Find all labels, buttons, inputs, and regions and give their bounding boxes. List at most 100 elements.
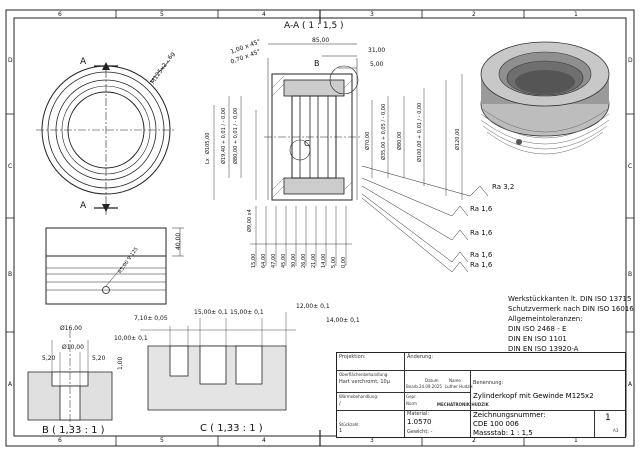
section-aa — [213, 43, 489, 273]
dimension-label: 7,10± 0,05 — [134, 315, 168, 322]
material-value: 1.0570 — [407, 418, 432, 426]
frame-row-label: B — [628, 271, 633, 278]
detail-marker: C — [304, 139, 310, 148]
change-cell: Änderung: — [405, 353, 625, 371]
change-label: Änderung: — [407, 354, 434, 360]
date-label: Datum — [425, 378, 439, 383]
frame-col-label: 5 — [160, 11, 164, 18]
scale-label: Massstab: 1 : 1,5 — [473, 429, 533, 437]
frame-col-label: 6 — [58, 437, 62, 444]
dimension-label: 10,00± 0,1 — [114, 335, 148, 342]
designation-label: Benennung: — [473, 380, 504, 386]
dimension-label: Ø10,00 — [62, 344, 84, 351]
designation-value: Zylinderkopf mit Gewinde M125x2 — [473, 392, 594, 400]
heat-treatment-cell: Wärmebehandlung: / — [337, 393, 405, 411]
section-title: A-A ( 1 : 1,5 ) — [284, 21, 344, 31]
dimension-label: 85,00 — [312, 37, 330, 44]
dimension-label: Ø80,00 + 0,01 / - 0,00 — [233, 107, 239, 164]
drawing-number-label: Zeichnungsnummer: — [473, 411, 546, 419]
note-line: DIN ISO 2468 - E — [508, 325, 567, 333]
checked-label: Gepr. — [406, 394, 417, 399]
frame-col-label: 1 — [574, 437, 578, 444]
projection-label: Projektion: — [339, 354, 366, 360]
quantity-value: 1 — [339, 428, 343, 434]
ordinate-dimension: 5,00 — [331, 256, 337, 268]
note-line: Werkstückkanten lt. DIN ISO 13715 — [508, 295, 632, 303]
frame-col-label: 2 — [472, 11, 476, 18]
dimension-label: Ø80,00 — [397, 131, 403, 150]
frame-col-label: 4 — [262, 437, 266, 444]
section-cut-label: A — [80, 201, 87, 211]
frame-col-label: 6 — [58, 11, 62, 18]
roughness-label: Ra 1,6 — [470, 261, 493, 269]
dimension-label: 15,00± 0,1 — [230, 309, 264, 316]
sheet-number: 1 — [605, 413, 611, 423]
drawn-label: Bearb. — [406, 384, 420, 389]
check-cell: Gepr. Norm MECHATRONIK HUDZIK — [405, 393, 489, 411]
frame-row-label: D — [628, 57, 633, 64]
material-label: Material: — [407, 411, 429, 417]
arrow-icon — [102, 62, 110, 70]
drawn-name: Luther Hudzik — [445, 384, 473, 389]
weight-label: Gewicht: - — [407, 429, 433, 435]
dimension-label: 40,00 — [175, 232, 182, 250]
heat-treatment-label: Wärmebehandlung: — [339, 394, 379, 399]
detail-title: B ( 1,33 : 1 ) — [42, 425, 105, 436]
projection-cell: Projektion: — [337, 353, 405, 371]
dimension-label: 5,20 — [42, 355, 56, 362]
drawing-number-value: CDE 100 006 — [473, 420, 519, 428]
surface-label: Oberflächenbehandlung: — [339, 372, 389, 377]
frame-col-label: 3 — [370, 11, 374, 18]
dimension-label: Ø9,00 x4 — [247, 209, 253, 232]
note-line: Schutzvermerk nach DIN ISO 16016 — [508, 305, 634, 313]
ordinate-dimension: 45,00 — [281, 253, 287, 268]
dimension-label: 5,00 — [370, 61, 384, 68]
norm-label: Norm — [406, 401, 417, 406]
dimension-label: 1,00 — [117, 356, 124, 370]
ordinate-dimension: 47,00 — [271, 253, 277, 268]
frame-col-label: 2 — [472, 437, 476, 444]
side-view — [45, 227, 184, 305]
quantity-label: Stückzahl: — [339, 422, 360, 427]
frame-row-label: D — [8, 57, 13, 64]
detail-b — [27, 330, 113, 428]
frame-row-label: A — [628, 381, 633, 388]
ordinate-dimension: 26,00 — [301, 253, 307, 268]
dimension-label: 15,00± 0,1 — [194, 309, 228, 316]
name-label: Name — [449, 378, 461, 383]
designation-cell: Benennung: Zylinderkopf mit Gewinde M125… — [471, 371, 625, 411]
dimension-label: Ø100,00 + 0,01 / - 0,00 — [417, 102, 423, 162]
surface-value: Hart verchromt, 10μ — [339, 379, 390, 385]
leader-line — [149, 59, 171, 83]
frame-col-label: 5 — [160, 437, 164, 444]
ordinate-dimension: 15,00 — [251, 253, 257, 268]
quantity-cell: Stückzahl: 1 — [337, 411, 405, 437]
dimension-label: 31,00 — [368, 47, 386, 54]
frame-ticks — [6, 10, 634, 446]
drawing-number-cell: Zeichnungsnummer: CDE 100 006 Massstab: … — [471, 411, 595, 437]
note-line: Allgemeintoleranzen: — [508, 315, 583, 323]
roughness-label: Ra 1,6 — [470, 229, 493, 237]
heat-treatment-value: / — [339, 401, 341, 407]
ordinate-dimension: 14,00 — [321, 253, 327, 268]
dimension-label: Ø120,00 — [455, 128, 461, 150]
paper-format: A3 — [613, 428, 619, 433]
dimension-label: 14,00± 0,1 — [326, 317, 360, 324]
title-block: Projektion: Änderung: Oberflächenbehandl… — [336, 352, 626, 438]
detail-marker: B — [314, 59, 320, 68]
front-view — [36, 65, 176, 215]
drawn-date: 24.09.2025 — [419, 384, 442, 389]
dimension-label: Ø19,40 + 0,01 / - 0,00 — [221, 107, 227, 164]
note-line: DIN EN ISO 13920-A — [508, 345, 579, 353]
frame-col-label: 4 — [262, 11, 266, 18]
frame-col-label: 3 — [370, 437, 374, 444]
approval-cell: Datum Name Bearb. 24.09.2025 Luther Hudz… — [405, 371, 473, 393]
sheet-cell: 1 A3 — [595, 411, 625, 437]
dimension-label: 12,00± 0,1 — [296, 303, 330, 310]
arrow-icon — [102, 204, 110, 212]
frame-row-label: C — [8, 163, 13, 170]
isometric-view — [480, 41, 610, 155]
company-name: MECHATRONIK HUDZIK — [437, 402, 489, 407]
dimension-label: 5,20 — [92, 355, 106, 362]
